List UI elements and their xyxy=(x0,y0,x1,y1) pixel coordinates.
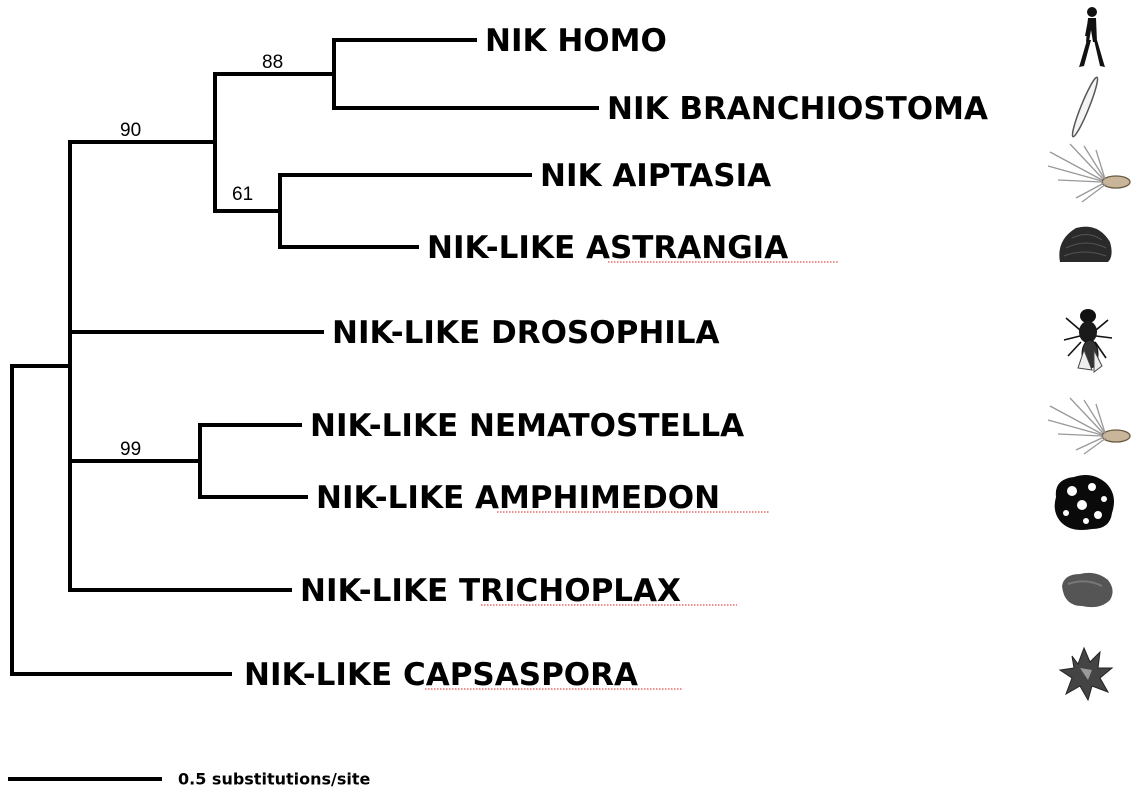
leaf-label-aiptasia: NIK AIPTASIA xyxy=(540,158,771,194)
scale-bar: 0.5 substitutions/site xyxy=(10,770,371,789)
leaf-label-astrangia: NIK-LIKE ASTRANGIA xyxy=(427,230,788,266)
anemone-icon xyxy=(1048,398,1130,454)
support-value-90: 90 xyxy=(120,120,141,141)
leaf-label-branchiostoma: NIK BRANCHIOSTOMA xyxy=(607,91,988,127)
human-walking-icon xyxy=(1079,7,1105,67)
leaf-label-amphimedon: NIK-LIKE AMPHIMEDON xyxy=(316,480,720,516)
sponge-icon xyxy=(1055,475,1114,530)
support-value-88: 88 xyxy=(262,52,283,73)
placozoan-icon xyxy=(1062,573,1113,607)
support-value-99: 99 xyxy=(120,439,141,460)
leaf-labels: NIK HOMO NIK BRANCHIOSTOMA NIK AIPTASIA … xyxy=(244,23,988,693)
organism-icons xyxy=(1048,7,1130,700)
leaf-label-nematostella: NIK-LIKE NEMATOSTELLA xyxy=(310,408,744,444)
leaf-label-capsaspora: NIK-LIKE CAPSASPORA xyxy=(244,657,638,693)
leaf-label-trichoplax: NIK-LIKE TRICHOPLAX xyxy=(300,573,681,609)
amoeba-icon xyxy=(1060,648,1112,700)
coral-icon xyxy=(1059,227,1111,262)
leaf-label-drosophila: NIK-LIKE DROSOPHILA xyxy=(332,315,720,351)
support-value-61: 61 xyxy=(232,184,253,205)
fly-icon xyxy=(1064,309,1112,372)
leaf-label-homo: NIK HOMO xyxy=(485,23,667,59)
anemone-icon xyxy=(1048,144,1130,202)
scale-bar-label: 0.5 substitutions/site xyxy=(178,770,371,789)
bootstrap-values: 88 90 61 99 xyxy=(120,52,283,460)
lancelet-icon xyxy=(1069,76,1100,138)
